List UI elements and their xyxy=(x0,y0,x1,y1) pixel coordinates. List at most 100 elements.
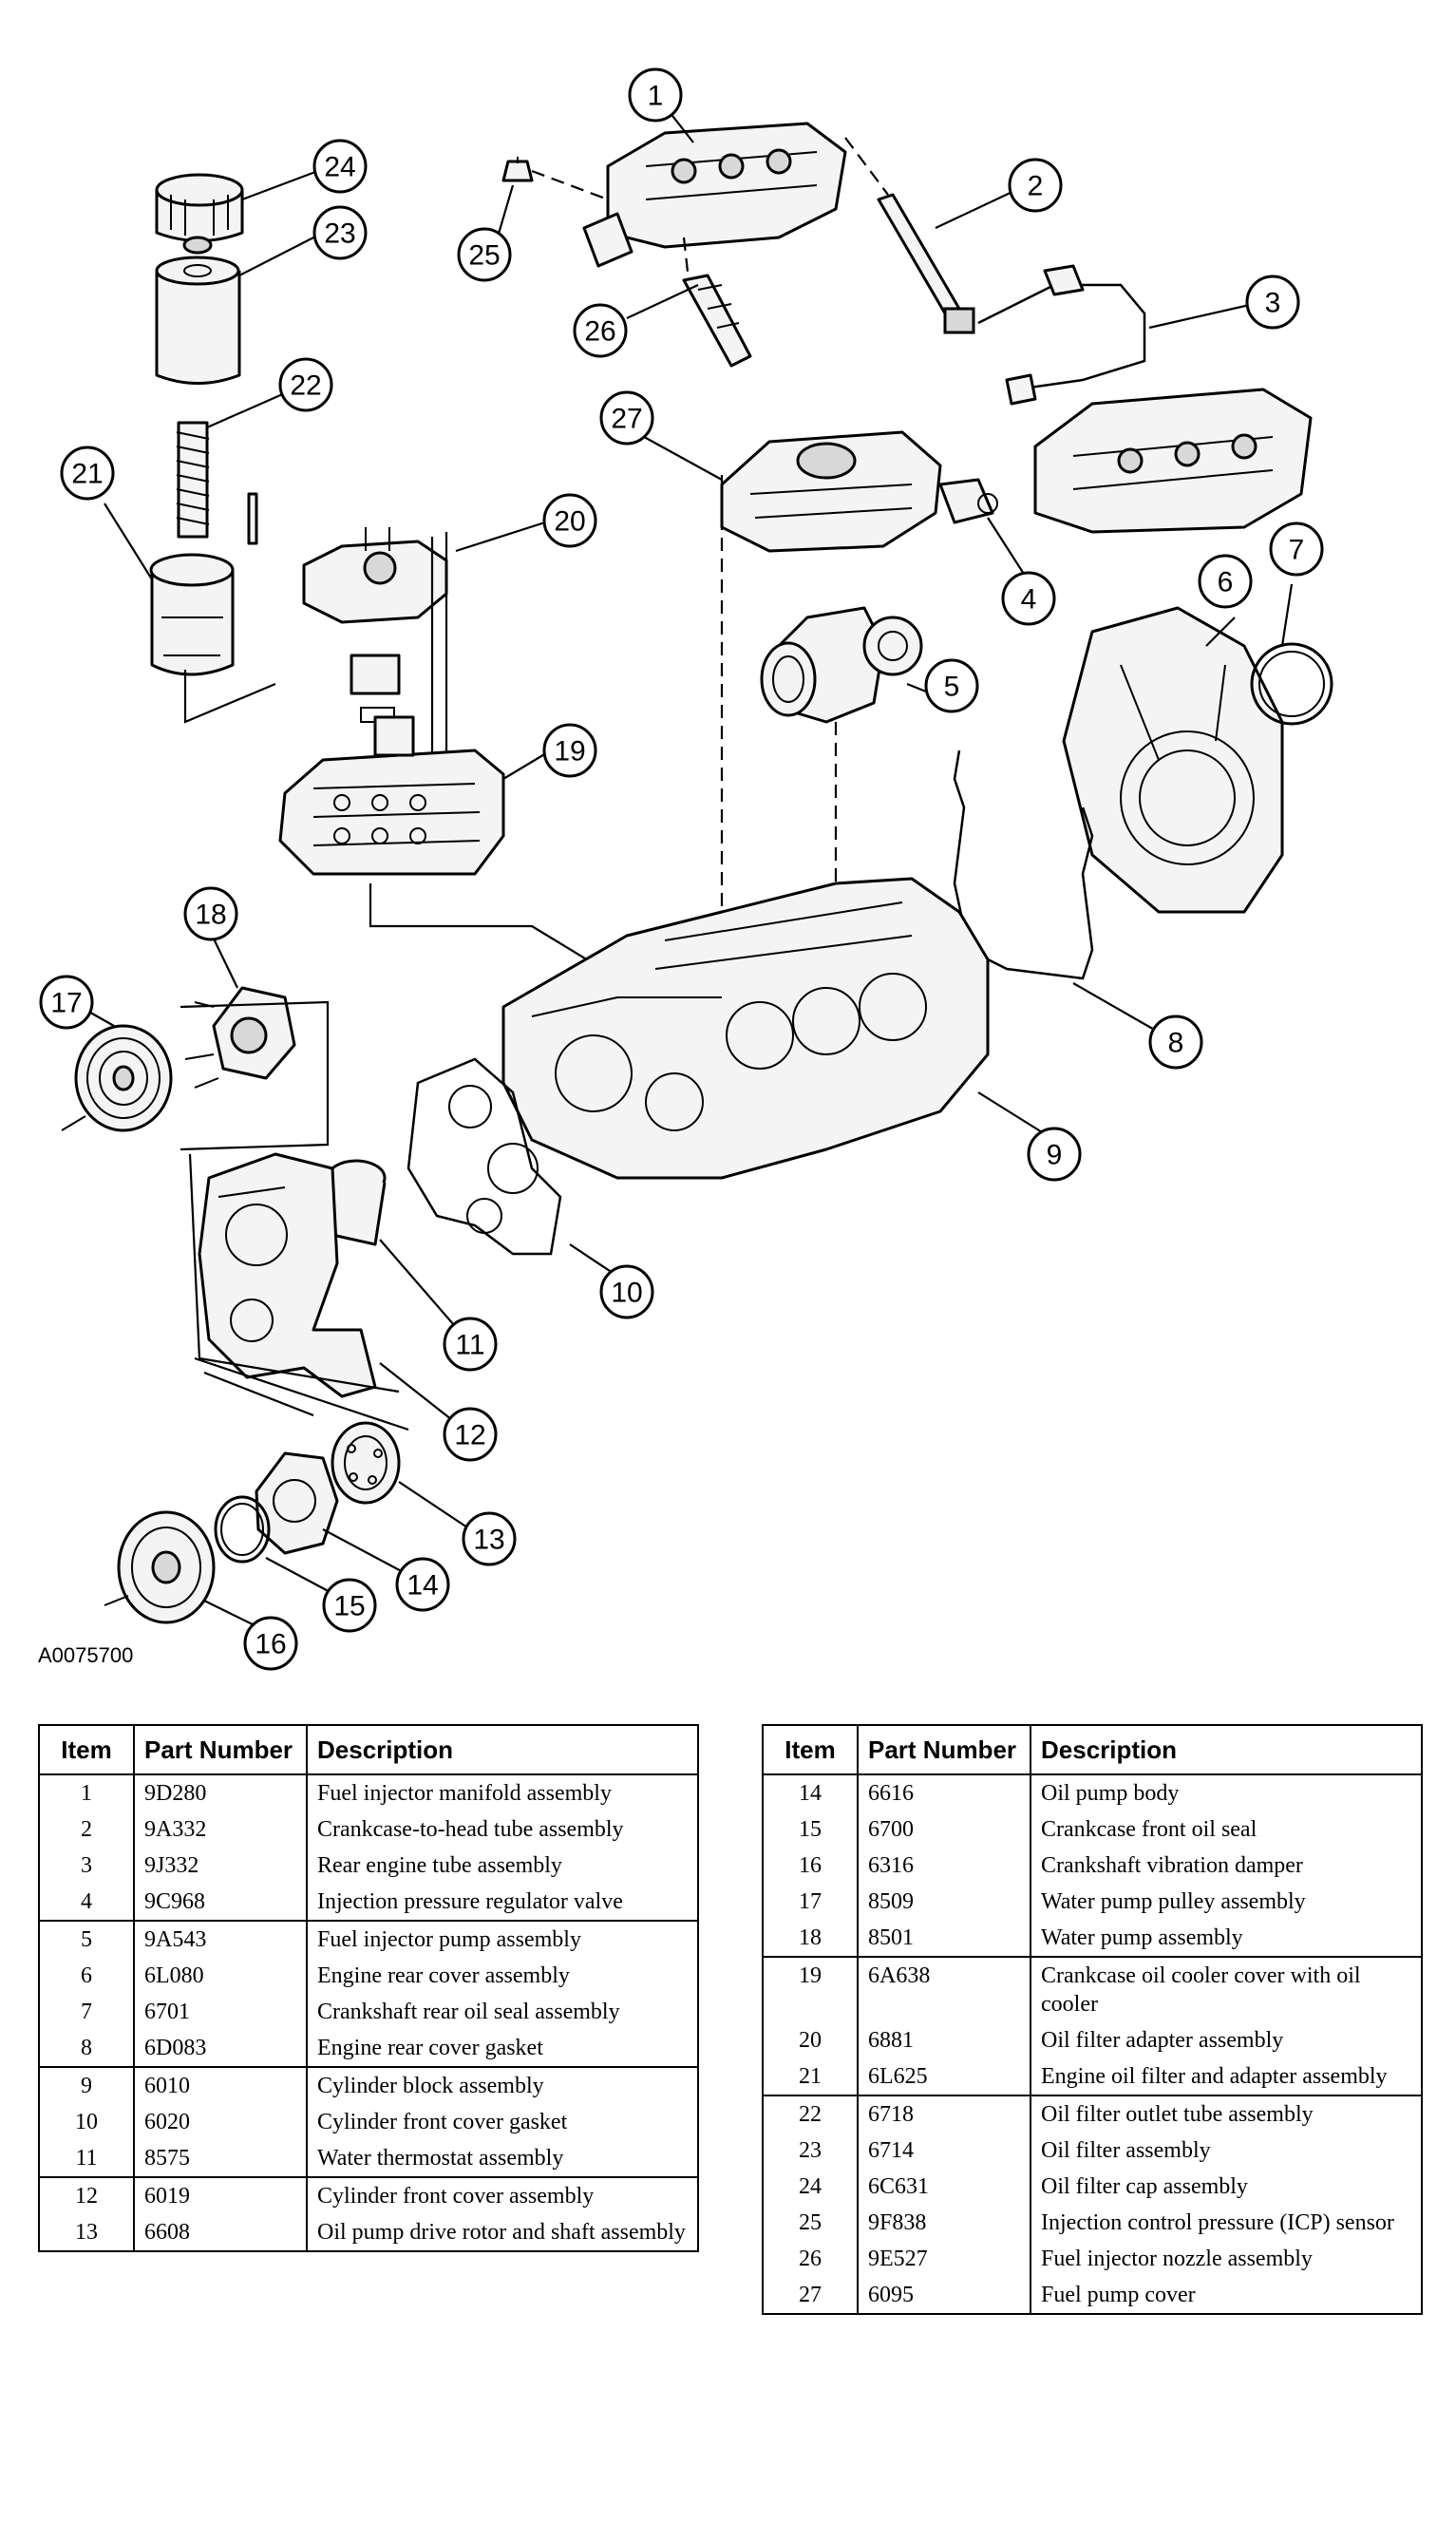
item-cell: 13 xyxy=(38,2214,135,2252)
oil-filter-adapter-part xyxy=(302,527,448,723)
item-cell: 27 xyxy=(762,2277,859,2315)
description-cell: Injection pressure regulator valve xyxy=(306,1884,699,1921)
callout-circle xyxy=(395,1557,450,1612)
description-cell: Rear engine tube assembly xyxy=(306,1848,699,1884)
item-cell: 23 xyxy=(762,2133,859,2169)
fuel-injector-pump-part xyxy=(760,606,923,724)
description-cell: Fuel injector pump assembly xyxy=(306,1920,699,1958)
exploded-engine-diagram: 1234567891011121314151617181920212223242… xyxy=(39,67,1333,1671)
callout-number: 18 xyxy=(195,900,226,931)
callout-3: 3 xyxy=(1245,275,1300,330)
oil-filter-cap-part xyxy=(155,173,244,255)
item-cell: 1 xyxy=(38,1774,135,1811)
description-cell: Cylinder front cover gasket xyxy=(306,2104,699,2140)
item-cell: 22 xyxy=(762,2095,859,2133)
callout-circle xyxy=(1008,158,1063,213)
part-number-cell: 6608 xyxy=(133,2214,308,2252)
part-number-cell: 6718 xyxy=(857,2095,1031,2133)
part-number-cell: 6714 xyxy=(857,2133,1031,2169)
callout-19: 19 xyxy=(542,723,597,778)
callout-23: 23 xyxy=(312,205,368,260)
callout-circle xyxy=(599,1264,654,1319)
part-number-cell: 8575 xyxy=(133,2140,308,2177)
callout-circle xyxy=(1148,1014,1203,1070)
pressure-regulator-valve-part xyxy=(938,478,998,524)
description-cell: Water thermostat assembly xyxy=(306,2140,699,2177)
callout-number: 13 xyxy=(473,1525,504,1556)
callout-10: 10 xyxy=(599,1264,654,1319)
item-cell: 19 xyxy=(762,1956,859,2022)
item-cell: 3 xyxy=(38,1848,135,1884)
callout-number: 8 xyxy=(1168,1028,1184,1059)
item-cell: 25 xyxy=(762,2205,859,2241)
oil-filter-outlet-tube-part xyxy=(176,421,210,539)
item-cell: 26 xyxy=(762,2241,859,2277)
callout-circle xyxy=(60,446,115,501)
front-oil-seal-part xyxy=(214,1495,271,1564)
part-number-cell: 8509 xyxy=(857,1884,1031,1920)
description-cell: Injection control pressure (ICP) sensor xyxy=(1030,2205,1423,2241)
description-cell: Engine oil filter and adapter assembly xyxy=(1030,2058,1423,2095)
callout-number: 24 xyxy=(324,152,355,183)
description-cell: Water pump pulley assembly xyxy=(1030,1884,1423,1920)
callout-9: 9 xyxy=(1027,1127,1082,1182)
vibration-damper-part xyxy=(104,1510,216,1624)
description-cell: Crankshaft rear oil seal assembly xyxy=(306,1994,699,2030)
callout-21: 21 xyxy=(60,446,115,501)
callout-number: 25 xyxy=(468,240,500,272)
callout-number: 27 xyxy=(611,404,642,435)
item-cell: 5 xyxy=(38,1920,135,1958)
description-cell: Crankcase oil cooler cover with oil cool… xyxy=(1030,1956,1423,2022)
callout-circle xyxy=(183,886,238,941)
part-number-cell: 6D083 xyxy=(133,2030,308,2067)
description-cell: Fuel injector nozzle assembly xyxy=(1030,2241,1423,2277)
callout-number: 19 xyxy=(554,736,585,768)
item-cell: 18 xyxy=(762,1920,859,1957)
callout-17: 17 xyxy=(39,975,94,1030)
oil-filter-element-part xyxy=(155,256,241,385)
part-number-cell: 9A332 xyxy=(133,1811,308,1848)
item-cell: 17 xyxy=(762,1884,859,1920)
callout-number: 14 xyxy=(407,1570,438,1602)
item-cell: 21 xyxy=(762,2058,859,2095)
callout-number: 22 xyxy=(290,370,321,402)
water-thermostat-part xyxy=(326,1159,387,1246)
part-number-cell: 6010 xyxy=(133,2066,308,2104)
callout-number: 16 xyxy=(255,1629,286,1660)
callout-15: 15 xyxy=(322,1578,377,1633)
part-number-cell: 9E527 xyxy=(857,2241,1031,2277)
front-cover-gasket-part xyxy=(407,1057,562,1256)
item-cell: 16 xyxy=(762,1848,859,1884)
rear-oil-seal-part xyxy=(1250,642,1333,726)
description-cell: Crankcase-to-head tube assembly xyxy=(306,1811,699,1848)
callout-27: 27 xyxy=(599,390,654,446)
part-number-cell: 6L625 xyxy=(857,2058,1031,2095)
callout-number: 9 xyxy=(1047,1140,1063,1171)
description-cell: Fuel pump cover xyxy=(1030,2277,1423,2315)
callout-8: 8 xyxy=(1148,1014,1203,1070)
header-part-number: Part Number xyxy=(857,1724,1031,1775)
fuel-pump-cover-part xyxy=(720,430,942,553)
callout-circle xyxy=(457,227,512,282)
part-number-cell: 9A543 xyxy=(133,1920,308,1958)
part-number-cell: 6C631 xyxy=(857,2169,1031,2205)
header-part-number: Part Number xyxy=(133,1724,308,1775)
callout-22: 22 xyxy=(278,357,333,412)
part-number-cell: 8501 xyxy=(857,1920,1031,1957)
callout-circle xyxy=(312,205,368,260)
description-cell: Engine rear cover assembly xyxy=(306,1958,699,1994)
water-pump-pulley-part xyxy=(61,1024,173,1132)
part-number-cell: 9F838 xyxy=(857,2205,1031,2241)
callout-1: 1 xyxy=(628,67,683,123)
callout-circle xyxy=(443,1317,498,1372)
